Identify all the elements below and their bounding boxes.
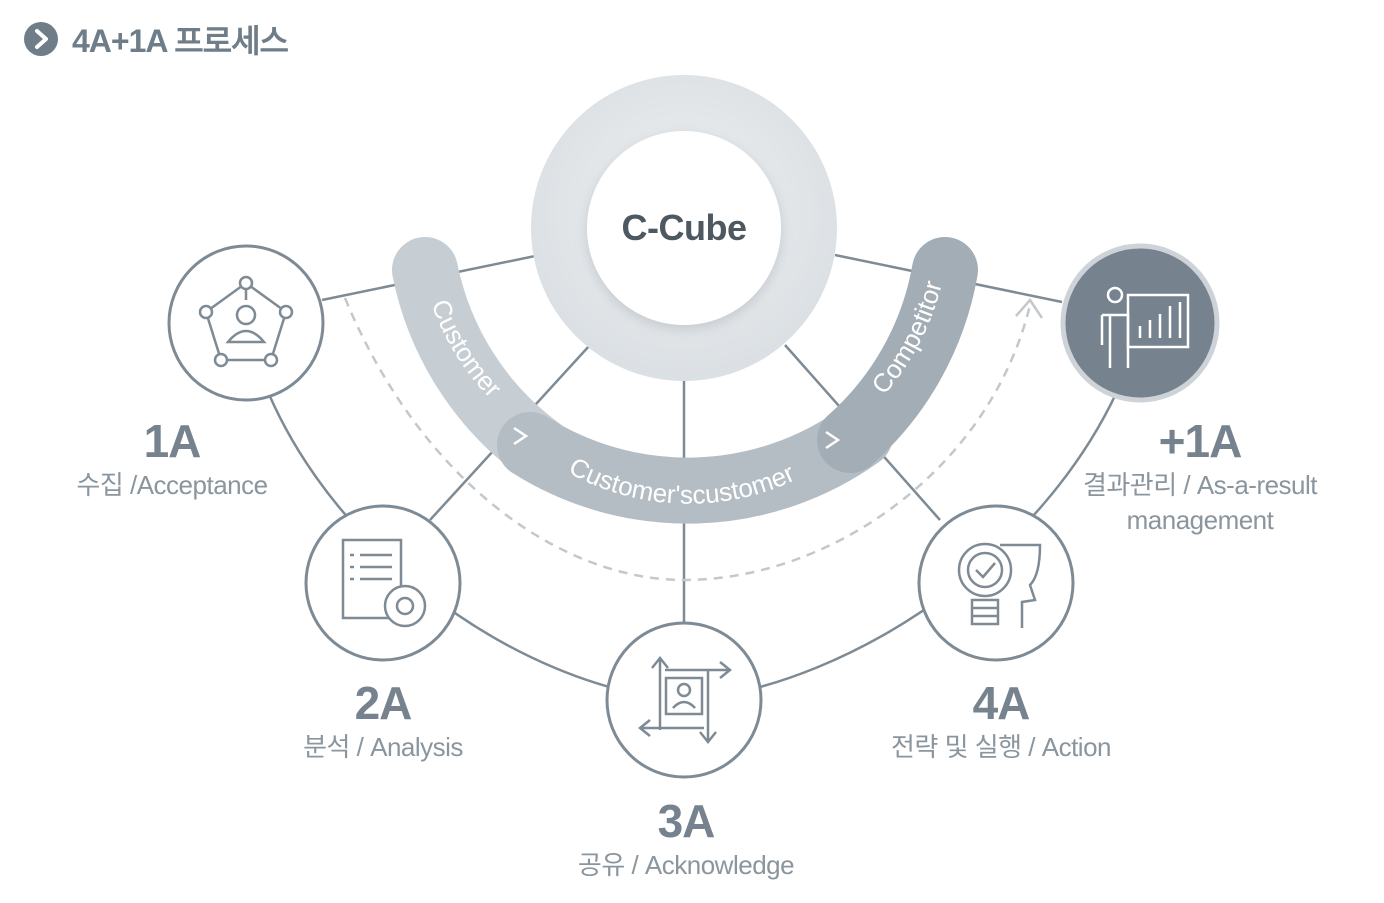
customer-arc-band (392, 237, 978, 524)
checklist-gear-icon (341, 538, 427, 628)
stage-node-plus-1a (1060, 243, 1220, 403)
c-cube-center (531, 75, 837, 381)
chevron-right-icon (825, 430, 841, 450)
stage-label-3a: 3A 공유 / Acknowledge (577, 795, 795, 883)
presentation-chart-icon (1100, 286, 1190, 368)
page-title: 4A+1A 프로세스 (72, 23, 289, 59)
stage-label-2a: 2A 분석 / Analysis (303, 680, 463, 765)
stage-desc: 결과관리 / As-a-result management (1082, 470, 1318, 536)
dashed-arrow-head (1015, 297, 1044, 319)
stage-node-1a (167, 244, 325, 402)
stage-code: +1A (1158, 415, 1243, 467)
stage-label-plus-1a: +1A 결과관리 / As-a-result management (1060, 418, 1340, 538)
stage-node-4a (917, 504, 1075, 662)
stage-desc: 수집 /Acceptance (76, 470, 268, 500)
chevron-right-icon (513, 426, 529, 446)
stage-desc: 공유 / Acknowledge (577, 850, 795, 880)
share-arrows-user-icon (637, 655, 733, 745)
stage-node-2a (304, 504, 462, 662)
c-cube-label: C-Cube (621, 207, 748, 248)
stage-desc: 전략 및 실행 / Action (891, 732, 1111, 762)
chevron-right-icon (24, 22, 58, 56)
stage-code: 2A (354, 677, 413, 729)
page-header: 4A+1A 프로세스 (24, 16, 289, 62)
stage-code: 4A (972, 677, 1031, 729)
stage-node-3a (605, 621, 763, 779)
stage-code: 1A (143, 415, 202, 467)
stage-desc: 분석 / Analysis (303, 732, 463, 762)
lightbulb-head-icon (957, 542, 1042, 628)
stage-label-4a: 4A 전략 및 실행 / Action (891, 680, 1111, 765)
stage-code: 3A (657, 795, 716, 847)
stage-label-1a: 1A 수집 /Acceptance (76, 415, 268, 503)
network-user-icon (198, 275, 294, 368)
dashed-flow-arc (343, 297, 1032, 582)
